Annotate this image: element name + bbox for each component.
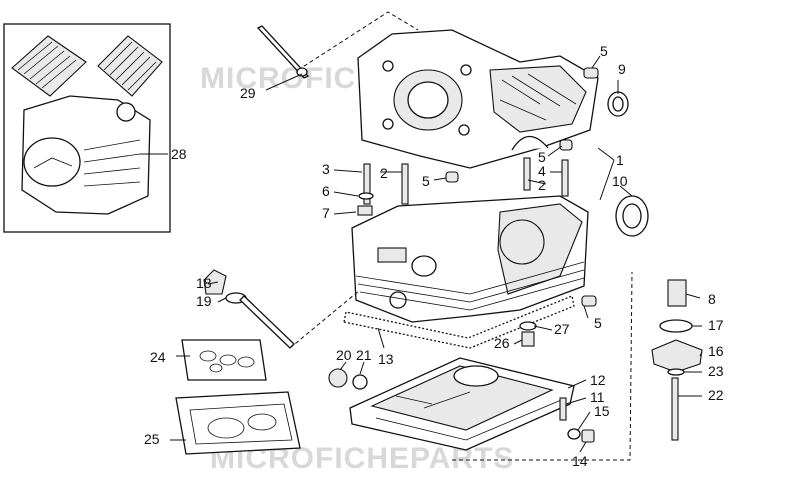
small-parts bbox=[175, 25, 703, 455]
callout-19: 19 bbox=[196, 293, 212, 309]
part-26 bbox=[521, 331, 535, 347]
callout-29: 29 bbox=[240, 85, 256, 101]
stud-2a bbox=[401, 163, 409, 205]
lower-crankcase bbox=[289, 195, 589, 349]
callout-21: 21 bbox=[356, 347, 372, 363]
stud-2b bbox=[523, 157, 531, 191]
callout-22: 22 bbox=[708, 387, 724, 403]
callout-5: 5 bbox=[538, 149, 546, 165]
callout-15: 15 bbox=[594, 403, 610, 419]
housing-16 bbox=[651, 339, 703, 373]
nut-7 bbox=[357, 205, 373, 216]
callout-1: 1 bbox=[616, 152, 624, 168]
callout-20: 20 bbox=[336, 347, 352, 363]
gasket-set-24 bbox=[181, 339, 267, 381]
oil-pan bbox=[349, 271, 633, 461]
callout-18: 18 bbox=[196, 275, 212, 291]
washer-6 bbox=[358, 192, 374, 200]
oil-pan-gasket bbox=[343, 295, 575, 349]
callout-13: 13 bbox=[378, 351, 394, 367]
plug-14 bbox=[581, 429, 595, 443]
callout-27: 27 bbox=[554, 321, 570, 337]
callout-24: 24 bbox=[150, 349, 166, 365]
callout-26: 26 bbox=[494, 335, 510, 351]
callout-11: 11 bbox=[590, 389, 605, 405]
washer-21 bbox=[352, 374, 368, 390]
bush-5a bbox=[583, 67, 599, 79]
callout-3: 3 bbox=[322, 161, 330, 177]
o-ring-17 bbox=[659, 319, 693, 333]
upper-crankcase bbox=[297, 11, 599, 169]
part-27 bbox=[519, 321, 537, 331]
bolt-22 bbox=[671, 377, 679, 441]
callout-8: 8 bbox=[708, 291, 716, 307]
callout-28: 28 bbox=[171, 146, 187, 162]
stud-3 bbox=[363, 163, 371, 205]
callout-23: 23 bbox=[708, 363, 724, 379]
callout-5: 5 bbox=[594, 315, 602, 331]
dipstick bbox=[256, 25, 310, 79]
crankcase-logo-plate bbox=[377, 247, 407, 263]
callout-16: 16 bbox=[708, 343, 724, 359]
callout-9: 9 bbox=[618, 61, 626, 77]
callout-14: 14 bbox=[572, 453, 588, 469]
callout-25: 25 bbox=[144, 431, 160, 447]
gasket-set-25 bbox=[175, 391, 301, 455]
callout-12: 12 bbox=[590, 372, 606, 388]
callout-17: 17 bbox=[708, 317, 724, 333]
filler-cap-18 bbox=[203, 269, 227, 295]
upper-crankcase-body bbox=[357, 29, 599, 169]
callout-2: 2 bbox=[538, 177, 546, 193]
callout-10: 10 bbox=[612, 173, 628, 189]
filter-8 bbox=[667, 279, 687, 307]
callout-7: 7 bbox=[322, 205, 330, 221]
callout-6: 6 bbox=[322, 183, 330, 199]
engine-inset bbox=[3, 23, 171, 233]
callout-5: 5 bbox=[422, 173, 430, 189]
bolt-11 bbox=[559, 397, 567, 421]
inset-cover bbox=[23, 137, 81, 187]
callout-2: 2 bbox=[380, 165, 388, 181]
callout-labels: 28 29 5 9 1 5 4 2 10 5 2 3 6 7 8 5 17 16… bbox=[144, 43, 724, 469]
washer-23 bbox=[667, 368, 685, 376]
plug-20 bbox=[328, 368, 348, 388]
washer-15 bbox=[567, 428, 581, 440]
inset-left-cylinder bbox=[11, 35, 87, 97]
callout-4: 4 bbox=[538, 163, 546, 179]
leader-lines bbox=[140, 55, 703, 453]
callout-5: 5 bbox=[600, 43, 608, 59]
stud-4 bbox=[561, 159, 569, 197]
